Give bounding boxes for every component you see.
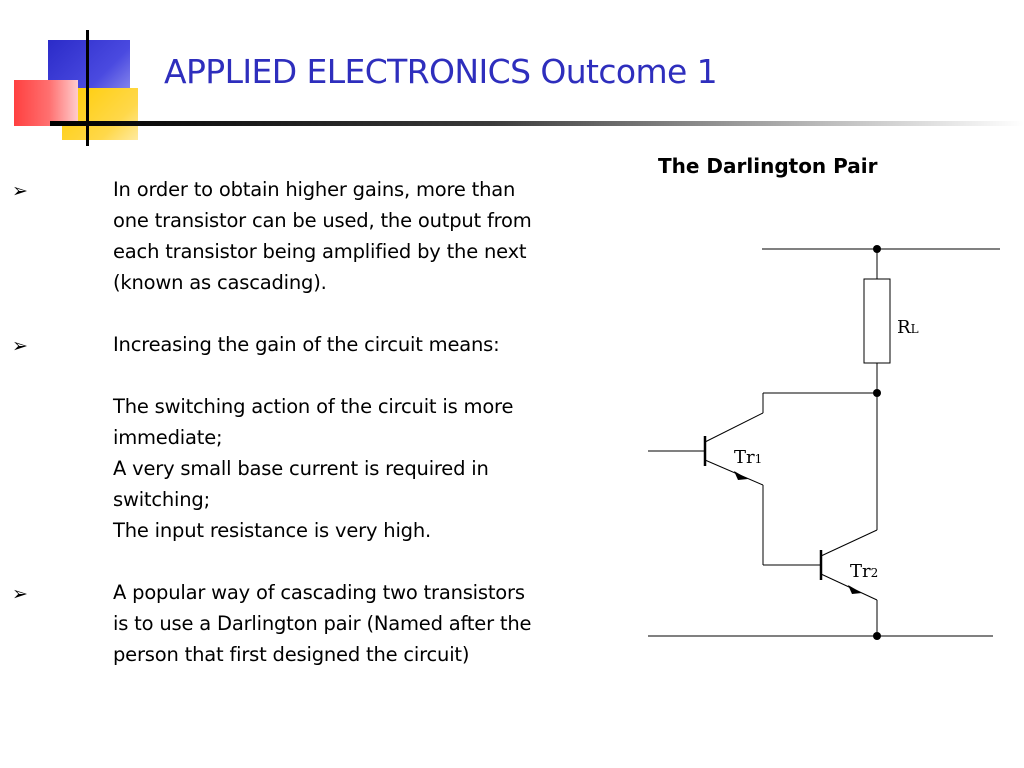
bullet-text: In order to obtain higher gains, more th… <box>113 178 532 294</box>
junction-dot <box>873 389 881 397</box>
tr1-label: Tr1 <box>734 447 762 468</box>
bullet-text: Increasing the gain of the circuit means… <box>113 333 500 356</box>
tr2-label: Tr2 <box>850 561 878 582</box>
bullet-item: ➢ In order to obtain higher gains, more … <box>0 174 560 298</box>
slide-title: APPLIED ELECTRONICS Outcome 1 <box>164 52 718 91</box>
arrow-bullet-icon: ➢ <box>12 335 28 357</box>
title-underline <box>50 121 1024 126</box>
junction-dot <box>873 632 881 640</box>
tr1-emitter-arrow-icon <box>734 471 748 480</box>
bullet-list: ➢ In order to obtain higher gains, more … <box>0 174 560 670</box>
transistor-tr1 <box>703 412 764 486</box>
logo-red-square <box>14 80 78 126</box>
arrow-bullet-icon: ➢ <box>12 583 28 605</box>
bullet-subtext: The switching action of the circuit is m… <box>113 395 514 542</box>
junction-dot <box>873 245 881 253</box>
decorative-logo <box>0 0 150 150</box>
resistor-label: RL <box>897 317 919 338</box>
diagram-title: The Darlington Pair <box>658 154 878 178</box>
arrow-bullet-icon: ➢ <box>12 180 28 202</box>
tr2-emitter-arrow-icon <box>848 585 862 594</box>
logo-vertical-line <box>86 30 89 146</box>
bullet-text: A popular way of cascading two transisto… <box>113 581 532 666</box>
bullet-item: ➢ Increasing the gain of the circuit mea… <box>0 329 560 546</box>
resistor-rl <box>863 278 891 364</box>
bullet-item: ➢ A popular way of cascading two transis… <box>0 577 560 670</box>
darlington-circuit-diagram: RL Tr1 Tr2 <box>648 245 1000 640</box>
